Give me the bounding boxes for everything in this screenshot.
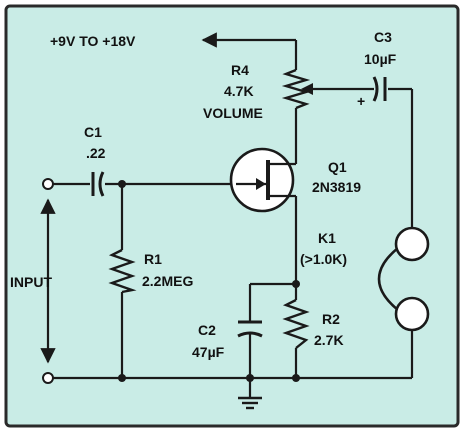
r2-value-label: 2.7K <box>314 332 344 348</box>
c3-polarity-label: + <box>357 93 365 109</box>
c1-value-label: .22 <box>86 145 106 161</box>
junction-dot <box>118 180 126 188</box>
c3-value-label: 10µF <box>364 51 397 67</box>
wires <box>40 32 414 398</box>
r2-resistor-symbol <box>282 298 310 349</box>
junction-dot <box>246 374 254 382</box>
supply-label: +9V TO +18V <box>50 33 136 49</box>
r1-resistor-symbol <box>108 248 137 294</box>
k1-ref-label: K1 <box>318 230 336 246</box>
r1-value-label: 2.2MEG <box>142 273 193 289</box>
r4-ref-label: R4 <box>231 62 249 78</box>
diagram-background <box>4 4 460 428</box>
junction-dot <box>118 374 126 382</box>
c3-ref-label: C3 <box>374 29 392 45</box>
q1-ref-label: Q1 <box>328 159 347 175</box>
k1-value-label: (>1.0K) <box>300 251 347 267</box>
junction-dot <box>292 280 300 288</box>
input-terminal-bottom <box>42 372 54 384</box>
input-label: INPUT <box>10 274 52 290</box>
q1-value-label: 2N3819 <box>312 179 361 195</box>
r4-extra-label: VOLUME <box>203 105 263 121</box>
r4-value-label: 4.7K <box>224 83 254 99</box>
k1-earphone-symbol <box>377 226 430 332</box>
ground-symbol <box>238 396 262 410</box>
c1-ref-label: C1 <box>84 124 102 140</box>
c3-capacitor-symbol <box>372 76 387 102</box>
input-terminal-top <box>42 178 54 190</box>
r1-ref-label: R1 <box>144 251 162 267</box>
q1-jfet-symbol <box>229 147 298 213</box>
c2-value-label: 47µF <box>192 344 225 360</box>
junction-dot <box>292 374 300 382</box>
junction-dots <box>118 180 300 382</box>
c2-ref-label: C2 <box>198 322 216 338</box>
r4-potentiometer-symbol <box>281 68 311 110</box>
c1-capacitor-symbol <box>91 171 105 197</box>
r2-ref-label: R2 <box>322 311 340 327</box>
r4-wiper-arrow <box>301 83 313 95</box>
c2-capacitor-symbol <box>237 320 263 338</box>
